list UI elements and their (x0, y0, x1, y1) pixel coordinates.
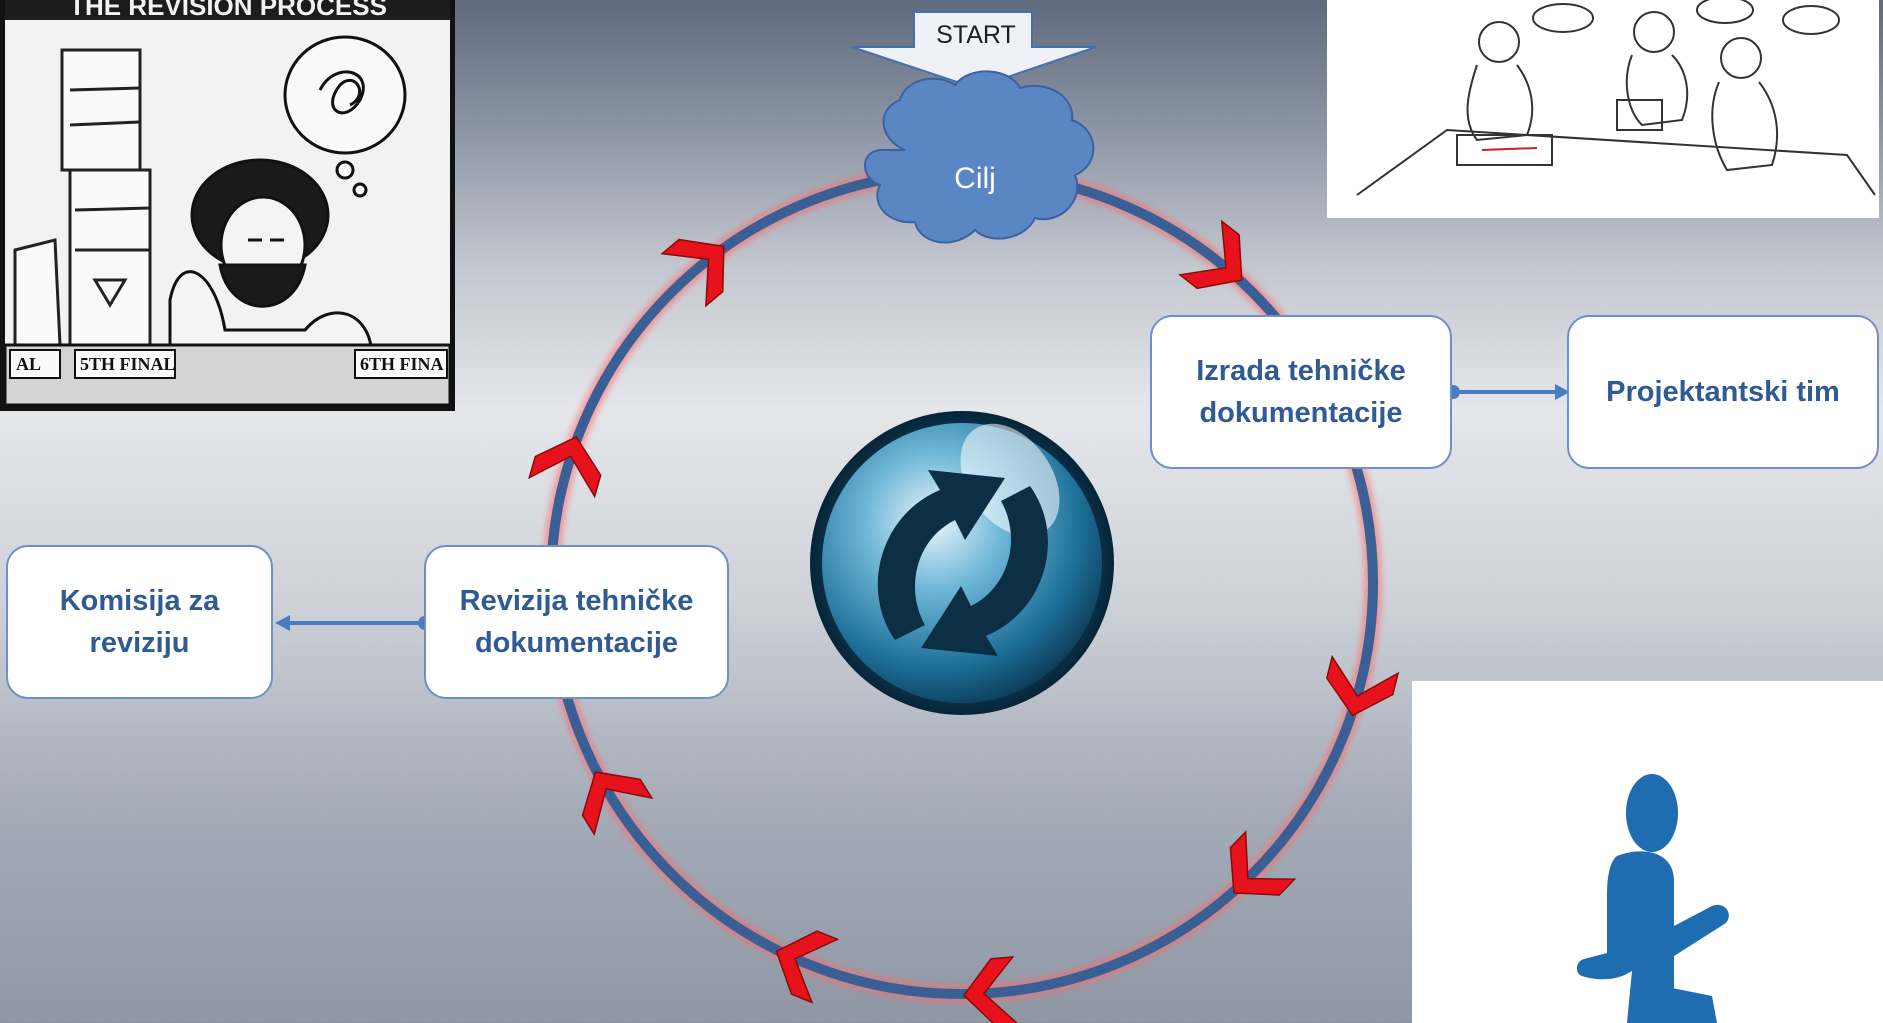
chevron-arrow-3 (1229, 830, 1297, 896)
commission-node-label: Komisija za reviziju (59, 584, 220, 659)
goal-cloud (864, 70, 1095, 244)
comic-title: THE REVISION PROCESS (69, 0, 387, 21)
design-team-node: Projektantski tim (1567, 315, 1879, 469)
chevron-arrow-4 (962, 956, 1021, 1023)
folder-label-3: 6TH FINA (360, 354, 444, 374)
folder-label-2: 5TH FINAL (80, 354, 176, 374)
revision-node-label: Revizija tehničke dokumentacije (459, 584, 694, 659)
connector-drafting-team (1446, 384, 1570, 400)
drafting-node-label: Izrada tehničke dokumentacije (1196, 354, 1406, 429)
chevron-arrow-1 (1178, 219, 1243, 290)
revision-comic: THE REVISION PROCESS AL 5TH FINAL 6TH FI… (0, 0, 455, 411)
design-team-node-label: Projektantski tim (1606, 375, 1840, 408)
chevron-arrow-2 (1326, 654, 1400, 717)
start-label: START (936, 21, 1016, 49)
walking-person-icon (1412, 681, 1883, 1023)
start-arrow (851, 11, 1097, 90)
team-meeting-illustration (1327, 0, 1879, 218)
commission-node: Komisija za reviziju (6, 545, 273, 699)
folder-label-1: AL (16, 354, 41, 374)
chevron-arrow-7 (528, 436, 602, 499)
cycle-chevrons (528, 219, 1400, 1023)
chevron-arrow-6 (775, 930, 840, 1004)
revision-node: Revizija tehničke dokumentacije (424, 545, 729, 699)
chevron-arrow-5 (581, 771, 654, 836)
drafting-node: Izrada tehničke dokumentacije (1150, 315, 1452, 469)
refresh-cycle-icon (810, 411, 1114, 715)
connector-revision-commission (275, 615, 432, 631)
chevron-arrow-8 (660, 238, 725, 308)
goal-label: Cilj (954, 162, 996, 195)
comic-folders: AL 5TH FINAL 6TH FINA (9, 349, 448, 379)
